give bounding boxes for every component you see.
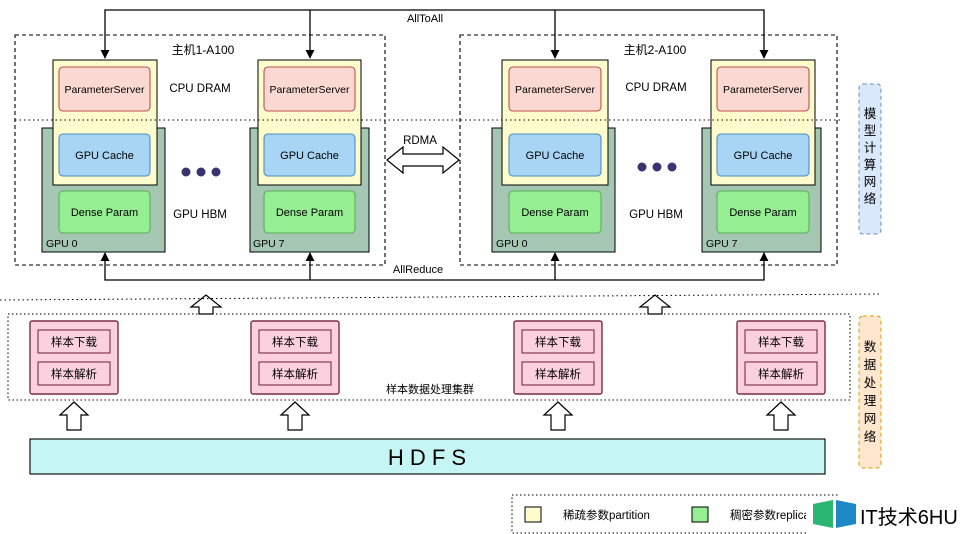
- hdfs-label: H D F S: [388, 445, 466, 470]
- legend-dense-label: 稠密参数replica: [730, 508, 810, 522]
- sample-download-label: 样本下载: [758, 335, 804, 349]
- hdfs-to-worker-arrows: [58, 401, 797, 431]
- model-network-side-label: 模型计算网络: [858, 83, 882, 235]
- host-2: 主机2-A100 CPU DRAM GPU HBM ParameterServe…: [459, 34, 838, 266]
- gpu-cache-label: GPU Cache: [75, 150, 134, 162]
- sample-parse-label: 样本解析: [535, 367, 581, 381]
- gpu-cache-label: GPU Cache: [734, 150, 793, 162]
- host-1-gpu-hbm-label: GPU HBM: [173, 209, 227, 221]
- host-2-gpu-7: ParameterServer GPU Cache Dense Param GP…: [701, 59, 822, 253]
- host-1-title: 主机1-A100: [172, 43, 235, 57]
- dense-param-label: Dense Param: [729, 207, 796, 219]
- dense-param-box: [716, 190, 810, 234]
- all-reduce-connector: AllReduce: [100, 252, 769, 281]
- parameter-server-box: [58, 66, 151, 112]
- sample-download-label: 样本下载: [272, 335, 318, 349]
- host-2-gpu-hbm-label: GPU HBM: [629, 209, 683, 221]
- legend: 稀疏参数partition 稠密参数replica: [511, 494, 839, 534]
- watermark-logo-icon: [813, 500, 856, 528]
- network-divider: [0, 293, 881, 301]
- gpu-cache-label: GPU Cache: [526, 150, 585, 162]
- data-processing-cluster: 样本数据处理集群 样本下载 样本解析 样本下载 样本解析 样本下载 样本解析 样…: [7, 313, 851, 401]
- gpu-id-label: GPU 7: [706, 238, 738, 250]
- legend-dense-swatch: [691, 506, 709, 523]
- data-worker: 样本下载 样本解析: [29, 320, 119, 395]
- parameter-server-box: [716, 66, 810, 112]
- gpu-id-label: GPU 0: [496, 238, 528, 250]
- host-2-ellipsis-dots: [637, 162, 677, 172]
- parameter-server-label: ParameterServer: [723, 84, 803, 96]
- gpu-id-label: GPU 7: [253, 238, 285, 250]
- host-1-boundary: [14, 34, 386, 266]
- model-network-label: 模型计算网络: [864, 107, 877, 206]
- data-worker: 样本下载 样本解析: [513, 320, 603, 395]
- sample-download-label: 样本下载: [535, 335, 581, 349]
- rdma-label: RDMA: [403, 135, 437, 147]
- hdfs-storage: H D F S: [29, 438, 826, 475]
- parameter-server-label: ParameterServer: [65, 84, 145, 96]
- watermark: IT技术6HU: [806, 496, 972, 534]
- host-1: 主机1-A100 CPU DRAM GPU HBM ParameterServe…: [14, 34, 386, 266]
- dense-param-label: Dense Param: [521, 207, 588, 219]
- rdma-double-arrow: [386, 145, 460, 175]
- host-2-boundary: [459, 34, 838, 266]
- all-reduce-label: AllReduce: [393, 264, 443, 276]
- gpu-cache-box: [263, 133, 356, 177]
- legend-sparse-swatch: [524, 506, 542, 523]
- dense-param-box: [263, 190, 356, 234]
- gpu-cache-box: [58, 133, 151, 177]
- parameter-server-box: [263, 66, 356, 112]
- gpu-cache-box: [508, 133, 602, 177]
- sample-parse-label: 样本解析: [51, 367, 97, 381]
- sample-parse-label: 样本解析: [758, 367, 804, 381]
- data-network-side-label: 数据处理网络: [858, 315, 882, 469]
- dense-param-label: Dense Param: [276, 207, 343, 219]
- cluster-title: 样本数据处理集群: [386, 382, 474, 396]
- rdma-link: RDMA: [386, 135, 460, 175]
- gpu-cache-box: [716, 133, 810, 177]
- host-2-input-arrow: [638, 294, 672, 315]
- host-1-cpu-dram-label: CPU DRAM: [169, 83, 230, 95]
- data-network-label: 数据处理网络: [864, 339, 877, 444]
- gpu-id-label: GPU 0: [46, 238, 78, 250]
- parameter-server-box: [508, 66, 602, 112]
- legend-sparse-label: 稀疏参数partition: [563, 508, 650, 522]
- host-2-cpu-dram-label: CPU DRAM: [625, 82, 686, 94]
- data-worker: 样本下载 样本解析: [250, 320, 340, 395]
- dense-param-box: [508, 190, 602, 234]
- gpu-cache-label: GPU Cache: [280, 150, 339, 162]
- all-to-all-label: AllToAll: [407, 13, 443, 25]
- host-2-title: 主机2-A100: [624, 43, 687, 57]
- cluster-boundary: [7, 313, 851, 401]
- sample-parse-label: 样本解析: [272, 367, 318, 381]
- sample-download-label: 样本下载: [51, 335, 97, 349]
- host-1-gpu-7: ParameterServer GPU Cache Dense Param GP…: [249, 59, 370, 253]
- host-1-ellipsis-dots: [181, 167, 221, 177]
- host-1-input-arrow: [189, 294, 223, 315]
- data-worker: 样本下载 样本解析: [736, 320, 826, 395]
- parameter-server-label: ParameterServer: [270, 84, 350, 96]
- parameter-server-label: ParameterServer: [515, 84, 595, 96]
- all-to-all-connector: AllToAll: [100, 9, 769, 59]
- host-1-gpu-0: ParameterServer GPU Cache Dense Param GP…: [41, 59, 166, 253]
- dense-param-label: Dense Param: [71, 207, 138, 219]
- dense-param-box: [58, 190, 151, 234]
- watermark-text: IT技术6HU: [860, 506, 958, 529]
- host-2-gpu-0: ParameterServer GPU Cache Dense Param GP…: [491, 59, 616, 253]
